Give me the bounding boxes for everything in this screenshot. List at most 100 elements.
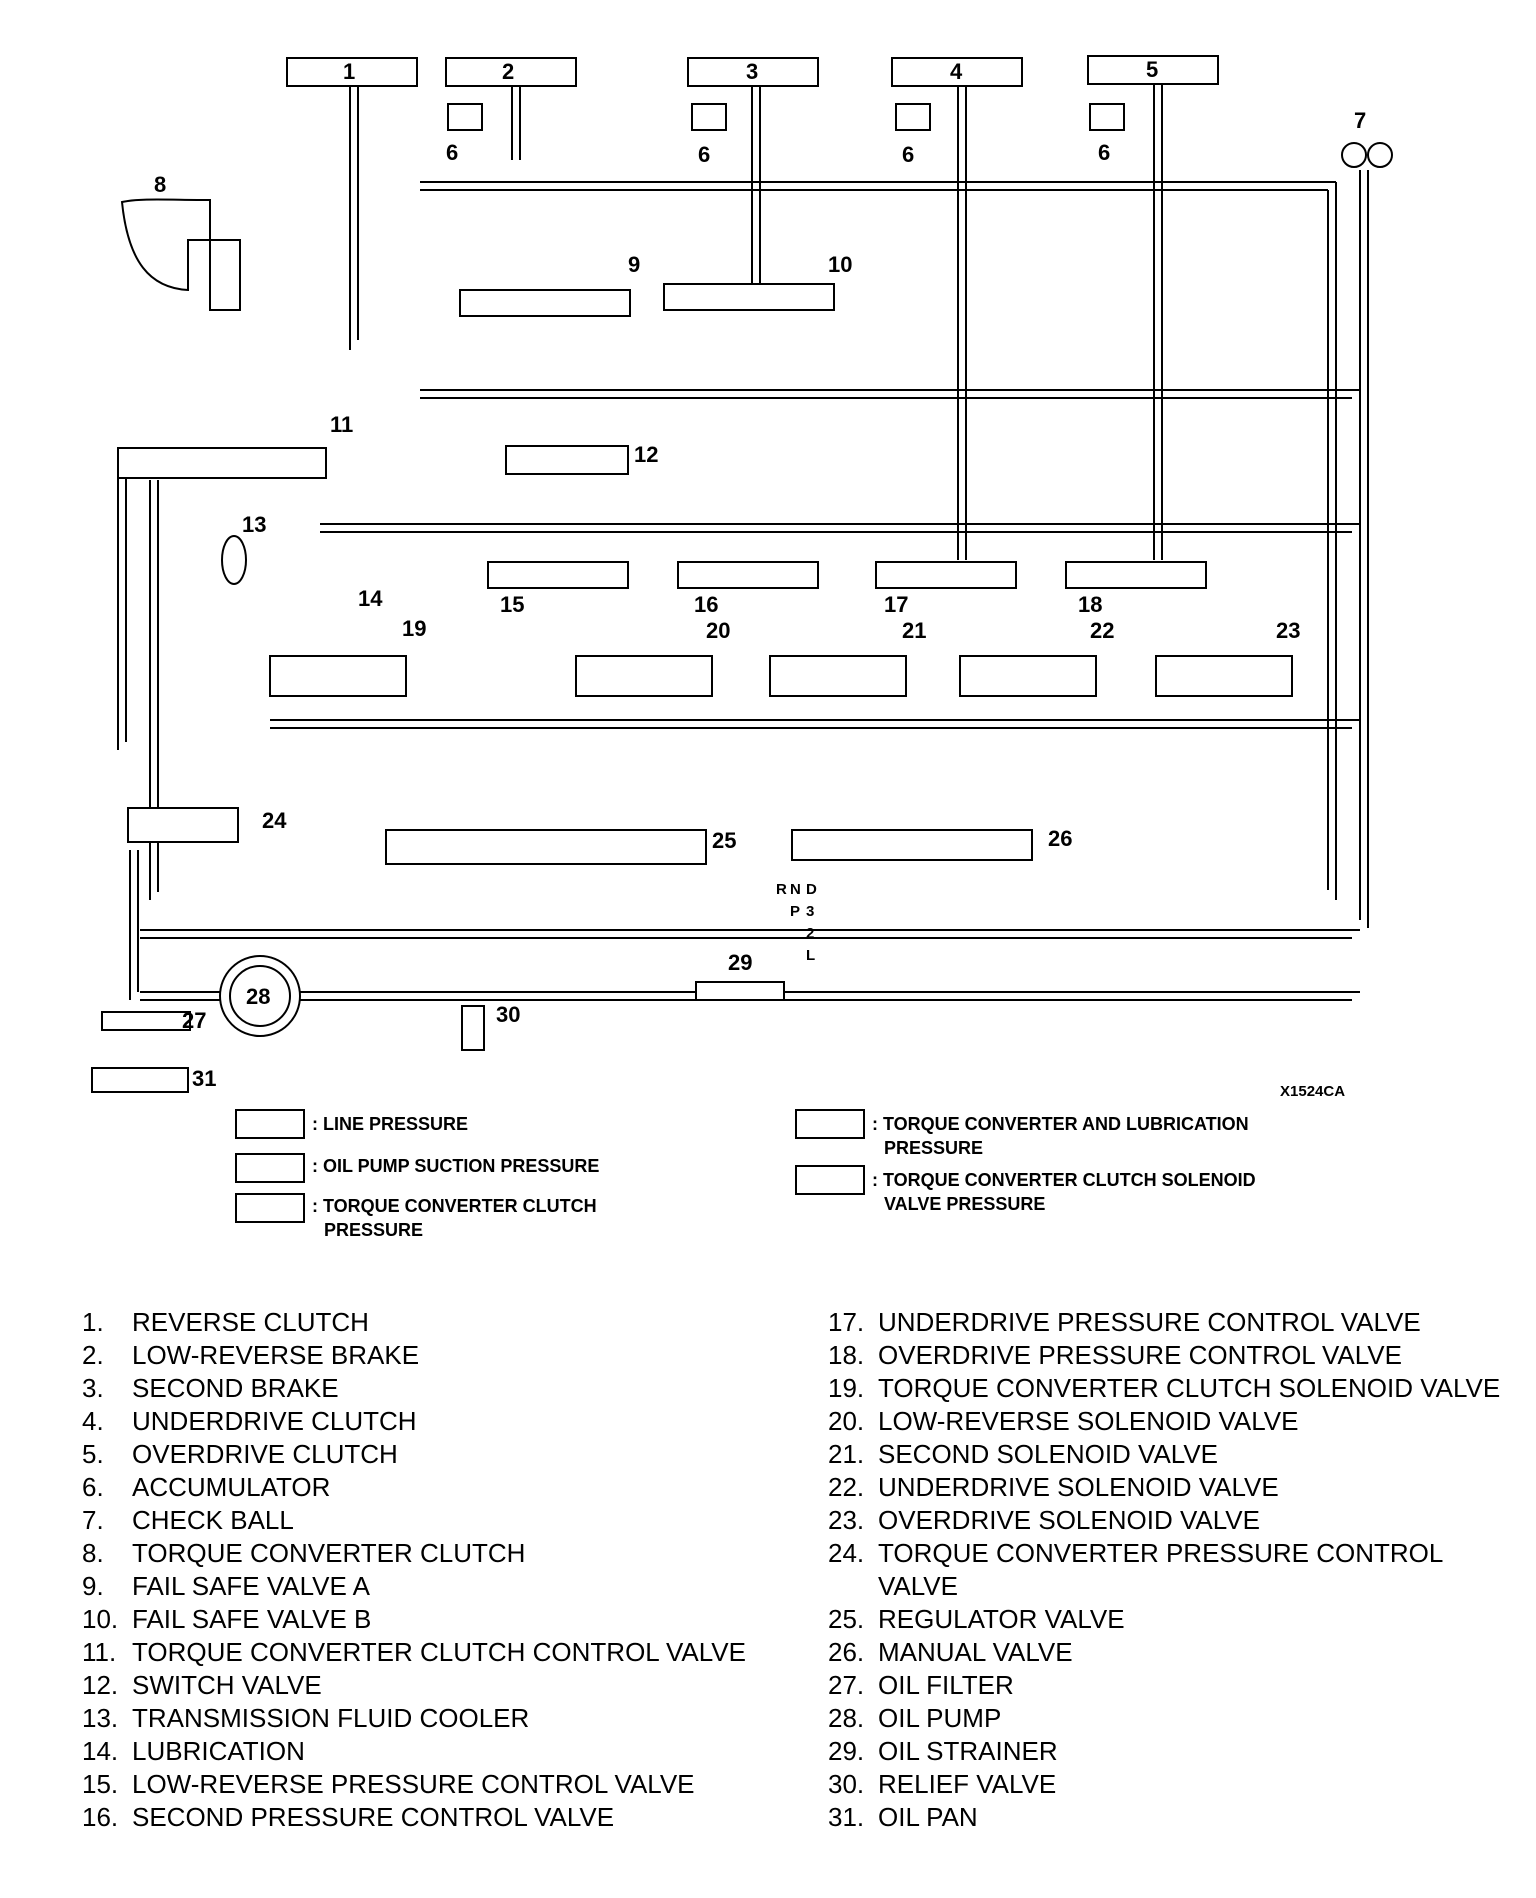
part-number: 16.	[82, 1802, 119, 1832]
part-item: 30.RELIEF VALVE	[828, 1768, 1518, 1801]
part-name: OIL PAN	[878, 1802, 978, 1832]
part-name: SECOND SOLENOID VALVE	[878, 1439, 1219, 1469]
oil-pan	[91, 1067, 189, 1093]
part-name: LUBRICATION	[132, 1736, 305, 1766]
part-item: 5.OVERDRIVE CLUTCH	[82, 1438, 772, 1471]
accumulators	[447, 103, 1125, 131]
legend-swatch-2	[235, 1153, 305, 1183]
torque-converter-clutch-shape	[120, 198, 241, 311]
callout-5: 5	[1146, 57, 1158, 82]
selector-d: D	[806, 881, 817, 898]
legend-swatch-5	[795, 1165, 865, 1195]
part-item: 6. ACCUMULATOR	[82, 1471, 772, 1504]
legend-text-3a: : TORQUE CONVERTER CLUTCH	[312, 1196, 597, 1216]
part-name: MANUAL VALVE	[878, 1637, 1073, 1667]
part-name: TRANSMISSION FLUID COOLER	[132, 1703, 530, 1733]
callout-20: 20	[706, 618, 730, 643]
callout-14: 14	[358, 586, 383, 611]
callout-4: 4	[950, 59, 963, 84]
legend-text-4a: : TORQUE CONVERTER AND LUBRICATION	[872, 1114, 1249, 1134]
part-name: TORQUE CONVERTER PRESSURE CONTROL VALVE	[878, 1538, 1443, 1601]
part-number: 2.	[82, 1340, 104, 1370]
selector-positions: R N D P 3 2 L	[776, 881, 817, 964]
part-name: UNDERDRIVE CLUTCH	[132, 1406, 417, 1436]
part-item: 13.TRANSMISSION FLUID COOLER	[82, 1702, 772, 1735]
part-number: 6.	[82, 1472, 104, 1502]
legend-text-5a: : TORQUE CONVERTER CLUTCH SOLENOID	[872, 1170, 1256, 1190]
part-item: 29.OIL STRAINER	[828, 1735, 1518, 1768]
part-name: LOW-REVERSE PRESSURE CONTROL VALVE	[132, 1769, 695, 1799]
part-number: 3.	[82, 1373, 104, 1403]
tc-pressure-control-valve	[127, 807, 239, 843]
callout-30: 30	[496, 1002, 520, 1027]
part-name: FAIL SAFE VALVE B	[132, 1604, 372, 1634]
part-name: TORQUE CONVERTER CLUTCH CONTROL VALVE	[132, 1637, 746, 1667]
part-number: 17.	[828, 1307, 865, 1337]
part-number: 19.	[828, 1373, 865, 1403]
part-number: 18.	[828, 1340, 865, 1370]
reverse-clutch-box	[286, 57, 418, 87]
part-item: 3. SECOND BRAKE	[82, 1372, 772, 1405]
callout-2: 2	[502, 59, 514, 84]
tcc-control-valve	[117, 447, 327, 479]
part-name: SECOND PRESSURE CONTROL VALVE	[132, 1802, 615, 1832]
legend-swatch-3	[235, 1193, 305, 1223]
fail-safe-valve-a	[459, 289, 631, 317]
part-number: 10.	[82, 1604, 119, 1634]
part-number: 7.	[82, 1505, 104, 1535]
underdrive-clutch-box	[891, 57, 1023, 87]
callout-6a: 6	[446, 140, 458, 165]
callout-12: 12	[634, 442, 658, 467]
part-name: OVERDRIVE PRESSURE CONTROL VALVE	[878, 1340, 1402, 1370]
legend-swatch-1	[235, 1109, 305, 1139]
part-number: 20.	[828, 1406, 865, 1436]
part-name: ACCUMULATOR	[132, 1472, 331, 1502]
part-name: OVERDRIVE SOLENOID VALVE	[878, 1505, 1260, 1535]
part-name: SWITCH VALVE	[132, 1670, 322, 1700]
legend-text-3b: PRESSURE	[324, 1220, 423, 1240]
part-name: REVERSE CLUTCH	[132, 1307, 369, 1337]
part-number: 14.	[82, 1736, 119, 1766]
part-item: 19. TORQUE CONVERTER CLUTCH SOLENOID VALV…	[828, 1372, 1518, 1405]
part-number: 9.	[82, 1571, 104, 1601]
oil-pump	[219, 955, 301, 1037]
part-item: 21.SECOND SOLENOID VALVE	[828, 1438, 1518, 1471]
relief-valve	[461, 1005, 485, 1051]
part-item: 16. SECOND PRESSURE CONTROL VALVE	[82, 1801, 772, 1834]
solenoid-valves	[269, 655, 1293, 697]
part-number: 26.	[828, 1637, 865, 1667]
callout-9: 9	[628, 252, 640, 277]
part-item: 23.OVERDRIVE SOLENOID VALVE	[828, 1504, 1518, 1537]
part-item: 14. LUBRICATION	[82, 1735, 772, 1768]
part-item: 18. OVERDRIVE PRESSURE CONTROL VALVE	[828, 1339, 1518, 1372]
callout-25: 25	[712, 828, 736, 853]
callout-labels: 1 2 3 4 5 6 6 6 6 7 8 9 10 11 12 13 14 1…	[154, 57, 1366, 1091]
legend-text-1: : LINE PRESSURE	[312, 1114, 468, 1134]
part-item: 1.REVERSE CLUTCH	[82, 1306, 772, 1339]
part-name: OVERDRIVE CLUTCH	[132, 1439, 398, 1469]
part-item: 2.LOW-REVERSE BRAKE	[82, 1339, 772, 1372]
callout-6b: 6	[698, 142, 710, 167]
part-item: 20.LOW-REVERSE SOLENOID VALVE	[828, 1405, 1518, 1438]
callout-31: 31	[192, 1066, 216, 1091]
callout-28: 28	[246, 984, 270, 1009]
legend: : LINE PRESSURE : OIL PUMP SUCTION PRESS…	[235, 1109, 1256, 1240]
hydraulic-circuit-diagram: 1 2 3 4 5 6 6 6 6 7 8 9 10 11 12 13 14 1…	[91, 55, 1393, 1240]
selector-3: 3	[806, 903, 814, 920]
part-name: OIL PUMP	[878, 1703, 1002, 1733]
legend-swatch-4	[795, 1109, 865, 1139]
callout-27: 27	[182, 1008, 206, 1033]
callout-19: 19	[402, 616, 426, 641]
callout-17: 17	[884, 592, 908, 617]
part-name: FAIL SAFE VALVE A	[132, 1571, 370, 1601]
callout-11: 11	[330, 412, 353, 437]
part-name: REGULATOR VALVE	[878, 1604, 1125, 1634]
part-item: 4.UNDERDRIVE CLUTCH	[82, 1405, 772, 1438]
callout-15: 15	[500, 592, 524, 617]
part-name: SECOND BRAKE	[132, 1373, 339, 1403]
part-name: TORQUE CONVERTER CLUTCH SOLENOID VALVE	[878, 1373, 1501, 1403]
regulator-valve	[385, 829, 707, 865]
callout-13: 13	[242, 512, 266, 537]
hydraulic-lines	[117, 84, 1369, 1001]
